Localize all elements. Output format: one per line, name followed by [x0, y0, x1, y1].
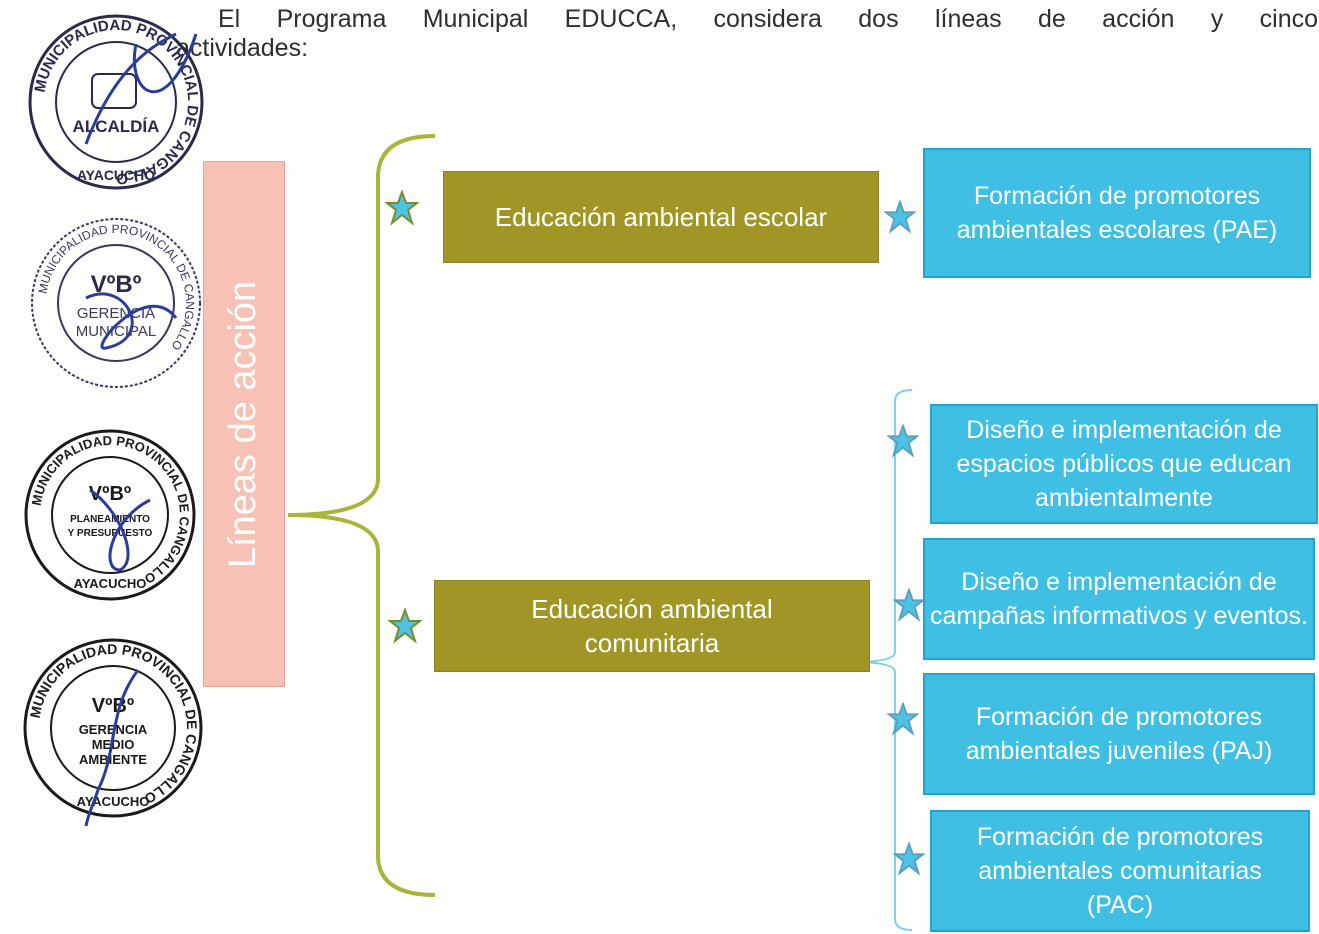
activity-box-paj: Formación de promotores ambientales juve… — [923, 673, 1315, 795]
star-icon — [893, 842, 925, 876]
activity-box-espacios: Diseño e implementación de espacios públ… — [930, 404, 1318, 524]
line-box-escolar: Educación ambiental escolar — [443, 171, 879, 263]
stamp-alcaldia: MUNICIPALIDAD PROVINCIAL DE CANGALLO ALC… — [28, 14, 204, 190]
intro-line-1: El Programa Municipal EDUCCA, considera … — [218, 5, 1318, 33]
stamp-bottom-text: AYACUCHO — [74, 576, 147, 591]
star-icon — [893, 588, 925, 622]
stamp-center-text: ALCALDÍA — [73, 117, 160, 136]
activity-label-pae: Formación de promotores ambientales esco… — [956, 182, 1278, 244]
activity-label-paj: Formación de promotores ambientales juve… — [965, 703, 1273, 765]
line-label-escolar: Educación ambiental escolar — [494, 202, 828, 232]
star-icon — [385, 190, 419, 226]
activity-label-campanas: Diseño e implementación de campañas info… — [930, 568, 1308, 630]
star-icon — [887, 702, 919, 736]
activity-box-pac: Formación de promotores ambientales comu… — [930, 810, 1310, 932]
stamp-planeamiento: MUNICIPALIDAD PROVINCIAL DE CANGALLO VºB… — [24, 429, 196, 601]
star-icon — [887, 424, 919, 458]
star-icon — [884, 200, 916, 234]
stamp-gerencia-municipal: MUNICIPALIDAD PROVINCIAL DE CANGALLO VºB… — [31, 218, 201, 388]
stamp-gerencia-medio-ambiente: MUNICIPALIDAD PROVINCIAL DE CANGALLO VºB… — [23, 638, 203, 827]
intro-line-2: actividades: — [176, 34, 309, 62]
star-icon — [388, 608, 422, 644]
stamp-center-line2: Y PRESUPUESTO — [68, 528, 153, 539]
stamp-center-line2: MUNICIPAL — [76, 323, 157, 340]
stamp-bottom-text: AYACUCHO — [77, 794, 150, 809]
lineas-de-accion-box: Líneas de acción — [203, 161, 285, 687]
activity-label-espacios: Diseño e implementación de espacios públ… — [956, 416, 1292, 512]
main-bracket — [287, 134, 436, 897]
stamp-center-line1: PLANEAMIENTO — [70, 514, 150, 525]
stamp-bottom-text: AYACUCHO — [77, 167, 155, 183]
lineas-de-accion-label: Líneas de acción — [222, 280, 265, 568]
activity-box-campanas: Diseño e implementación de campañas info… — [923, 538, 1315, 660]
line-box-comunitaria: Educación ambiental comunitaria — [434, 580, 870, 672]
stamp-vb: VºBº — [92, 695, 134, 717]
activity-box-pae: Formación de promotores ambientales esco… — [923, 148, 1311, 278]
stamp-center-line1: GERENCIA — [77, 305, 155, 322]
activity-label-pac: Formación de promotores ambientales comu… — [976, 823, 1264, 919]
line-label-comunitaria: Educación ambiental comunitaria — [531, 594, 773, 658]
stamp-center-line3: AMBIENTE — [79, 752, 147, 767]
